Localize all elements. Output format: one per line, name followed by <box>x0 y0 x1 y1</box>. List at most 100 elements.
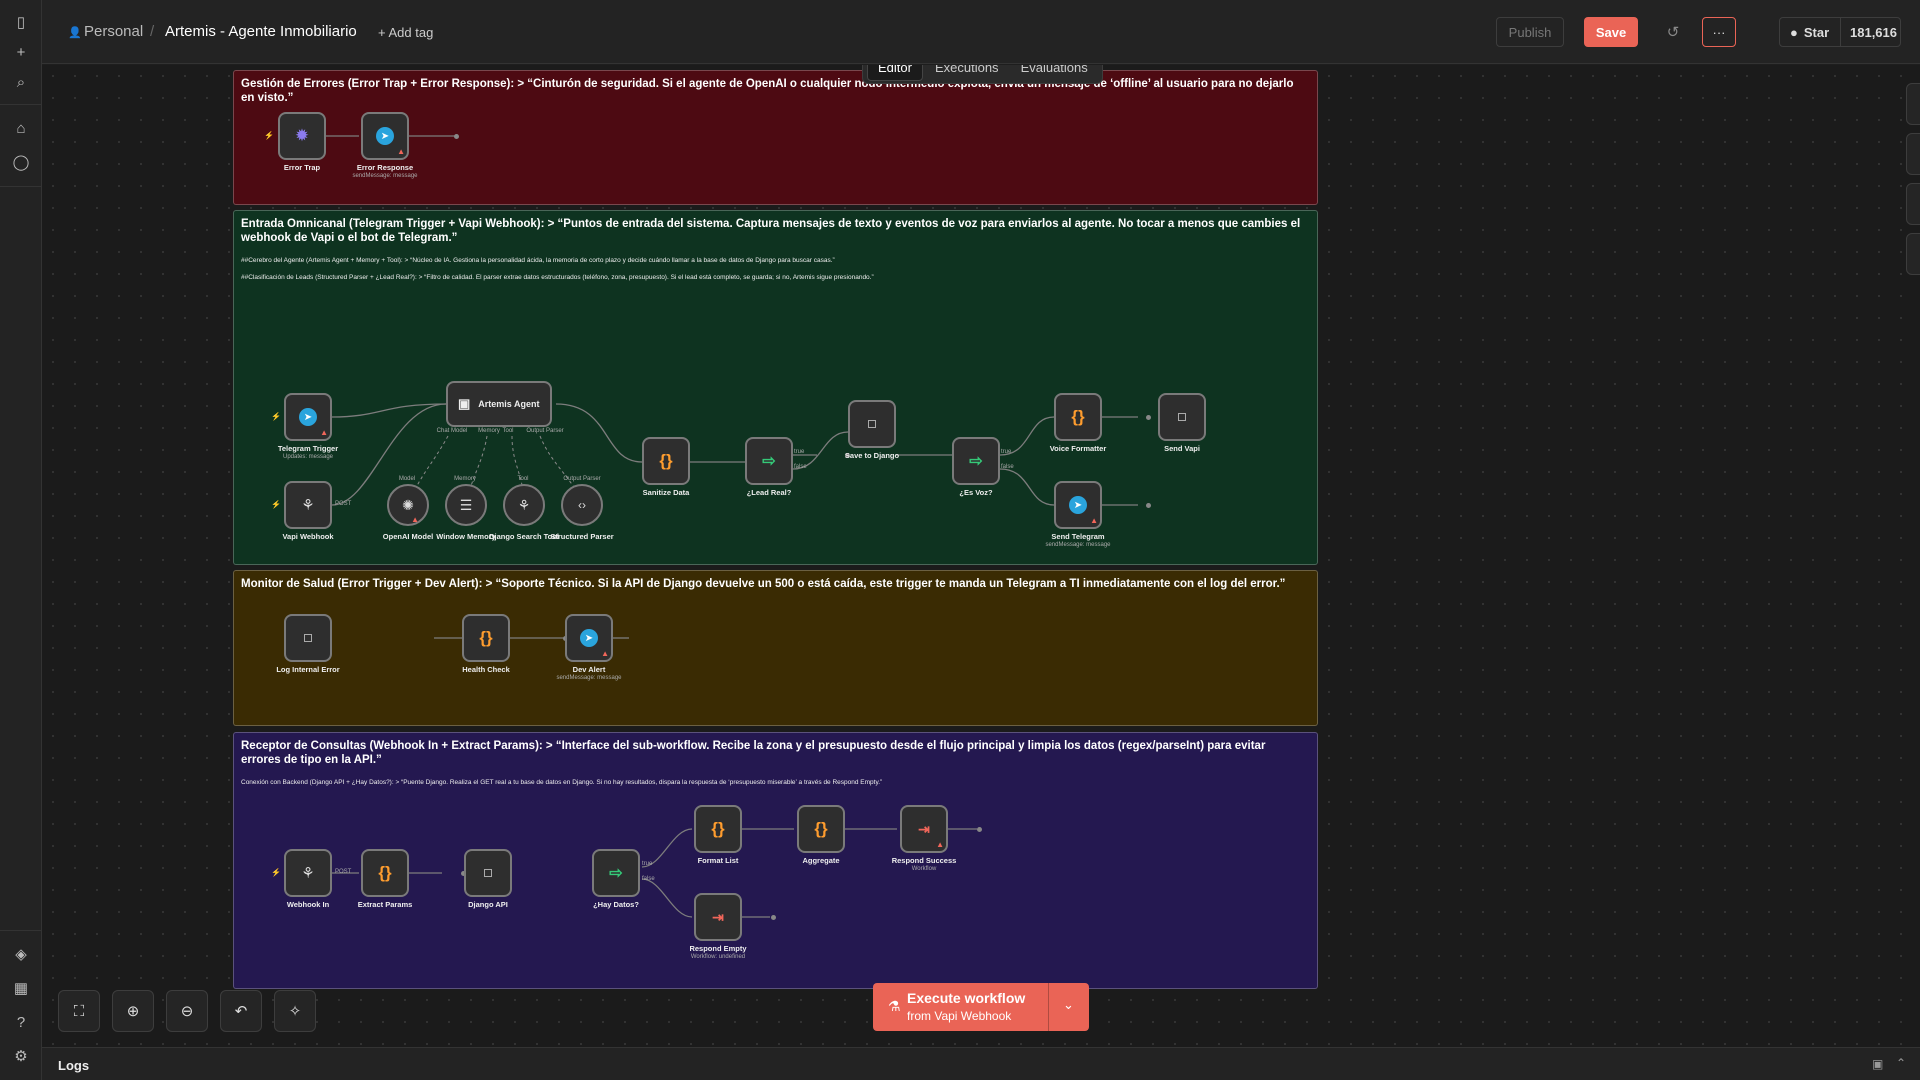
node-artemis-agent[interactable]: ▣Artemis Agent <box>446 381 552 427</box>
node-send-vapi[interactable] <box>1158 393 1206 441</box>
workflow-canvas[interactable]: Gestión de Errores (Error Trap + Error R… <box>42 65 1920 1047</box>
port-tool-in: Tool <box>502 428 514 434</box>
tab-evaluations[interactable]: Evaluations <box>1020 65 1088 75</box>
execute-workflow-button[interactable]: ⚗ Execute workflow from Vapi Webhook ⌄ <box>873 983 1089 1031</box>
panel-toggle-icon[interactable]: ◧ <box>1906 233 1920 275</box>
execute-divider <box>1048 983 1049 1031</box>
undo-icon[interactable]: ↶ <box>220 990 262 1032</box>
label-window-memory: Window Memory <box>436 532 496 541</box>
node-vapi-webhook[interactable]: ⚘ <box>284 481 332 529</box>
node-structured-parser[interactable]: ‹› <box>561 484 603 526</box>
end-port[interactable] <box>461 871 466 876</box>
node-respond-success[interactable]: ⇥▲ <box>900 805 948 853</box>
node-error-response[interactable]: ➤▲ <box>361 112 409 160</box>
home-icon[interactable]: ⌂ <box>16 119 26 137</box>
add-node-icon[interactable]: + <box>1906 83 1920 125</box>
insights-icon[interactable]: ▦ <box>13 980 29 997</box>
code-braces-icon: {} <box>378 863 392 882</box>
node-voice-formatter[interactable]: {} <box>1054 393 1102 441</box>
label-django-search-tool: Django Search Tool <box>489 532 559 541</box>
add-tag-button[interactable]: + Add tag <box>378 25 434 40</box>
chevron-down-icon[interactable]: ⌄ <box>1063 997 1074 1012</box>
tab-executions[interactable]: Executions <box>934 65 999 75</box>
sticky-receptor[interactable]: Receptor de Consultas (Webhook In + Extr… <box>233 732 1318 989</box>
history-icon[interactable]: ↺ <box>1666 24 1680 41</box>
code-braces-icon: {} <box>479 628 493 647</box>
logs-panel[interactable]: Logs ▣ ⌃ <box>42 1047 1920 1080</box>
label-artemis-agent: Artemis Agent <box>478 399 540 409</box>
node-openai-model[interactable]: ✺▲ <box>387 484 429 526</box>
search-nodes-icon[interactable]: ⌕ <box>1906 133 1920 175</box>
node-format-list[interactable]: {} <box>694 805 742 853</box>
port-true: true <box>794 449 805 455</box>
node-django-api[interactable] <box>464 849 512 897</box>
label-telegram-trigger: Telegram Trigger <box>277 444 339 453</box>
settings-icon[interactable]: ⚙ <box>14 1048 28 1065</box>
if-route-icon: ⇨ <box>762 453 776 470</box>
tidy-up-icon[interactable]: ✧ <box>274 990 316 1032</box>
label-lead-real: ¿Lead Real? <box>746 488 792 497</box>
tab-editor[interactable]: Editor <box>867 65 923 81</box>
zoom-out-icon[interactable]: ⊖ <box>166 990 208 1032</box>
sub-dev-alert: sendMessage: message <box>556 675 622 681</box>
fit-view-icon[interactable]: ⛶ <box>58 990 100 1032</box>
warning-icon: ▲ <box>397 147 405 156</box>
code-icon: ‹› <box>578 498 586 512</box>
node-django-search-tool[interactable]: ⚘ <box>503 484 545 526</box>
warning-icon: ▲ <box>411 515 419 524</box>
templates-icon[interactable]: ◈ <box>15 946 27 963</box>
node-health-check[interactable]: {} <box>462 614 510 662</box>
end-port[interactable] <box>845 453 850 458</box>
more-options-button[interactable]: ··· <box>1702 17 1736 47</box>
chat-icon[interactable]: ◯ <box>12 154 30 171</box>
sticky-note-icon[interactable]: ▢ <box>1906 183 1920 225</box>
image-icon <box>868 420 876 428</box>
add-icon[interactable]: + <box>16 43 26 61</box>
code-braces-icon: {} <box>814 819 828 838</box>
label-error-trap: Error Trap <box>283 163 321 172</box>
toggle-sidebar-icon[interactable]: ▯ <box>16 14 26 31</box>
end-port[interactable] <box>771 915 776 920</box>
execute-subtitle: from Vapi Webhook <box>907 1009 1012 1023</box>
node-es-voz[interactable]: ⇨ <box>952 437 1000 485</box>
github-star-button[interactable]: ● Star 181,616 <box>1779 17 1901 47</box>
node-window-memory[interactable]: ☰ <box>445 484 487 526</box>
node-error-trap[interactable]: ✹ <box>278 112 326 160</box>
github-icon: ● <box>1790 24 1798 40</box>
node-extract-params[interactable]: {} <box>361 849 409 897</box>
sub-respond-success: Workflow <box>911 866 937 872</box>
end-port[interactable] <box>1146 503 1151 508</box>
execute-title: Execute workflow <box>907 990 1026 1006</box>
node-aggregate[interactable]: {} <box>797 805 845 853</box>
node-lead-real[interactable]: ⇨ <box>745 437 793 485</box>
sub-send-telegram: sendMessage: message <box>1045 542 1111 548</box>
chevron-up-icon[interactable]: ⌃ <box>1896 1056 1907 1070</box>
label-send-telegram: Send Telegram <box>1051 532 1105 541</box>
node-hay-datos[interactable]: ⇨ <box>592 849 640 897</box>
workflow-title[interactable]: Artemis - Agente Inmobiliario <box>165 23 357 40</box>
breadcrumb-project[interactable]: Personal <box>84 23 144 40</box>
publish-button[interactable]: Publish <box>1496 17 1564 47</box>
end-port[interactable] <box>977 827 982 832</box>
search-icon[interactable]: ⌕ <box>16 73 26 91</box>
code-braces-icon: {} <box>659 451 673 470</box>
end-port[interactable] <box>454 134 459 139</box>
webhook-icon: ⚘ <box>517 496 531 513</box>
node-send-telegram[interactable]: ➤▲ <box>1054 481 1102 529</box>
sticky-monitor[interactable]: Monitor de Salud (Error Trigger + Dev Al… <box>233 570 1318 726</box>
label-vapi-webhook: Vapi Webhook <box>282 532 334 541</box>
node-sanitize-data[interactable]: {} <box>642 437 690 485</box>
image-icon <box>304 634 312 642</box>
port-true: true <box>642 861 653 867</box>
node-respond-empty[interactable]: ⇥ <box>694 893 742 941</box>
node-webhook-in[interactable]: ⚘ <box>284 849 332 897</box>
zoom-in-icon[interactable]: ⊕ <box>112 990 154 1032</box>
end-port[interactable] <box>1146 415 1151 420</box>
node-dev-alert[interactable]: ➤▲ <box>565 614 613 662</box>
save-button[interactable]: Save <box>1584 17 1638 47</box>
popout-icon[interactable]: ▣ <box>1872 1057 1884 1071</box>
help-icon[interactable]: ? <box>16 1013 26 1031</box>
node-save-to-django[interactable] <box>848 400 896 448</box>
node-log-internal-error[interactable] <box>284 614 332 662</box>
node-telegram-trigger[interactable]: ➤▲ <box>284 393 332 441</box>
